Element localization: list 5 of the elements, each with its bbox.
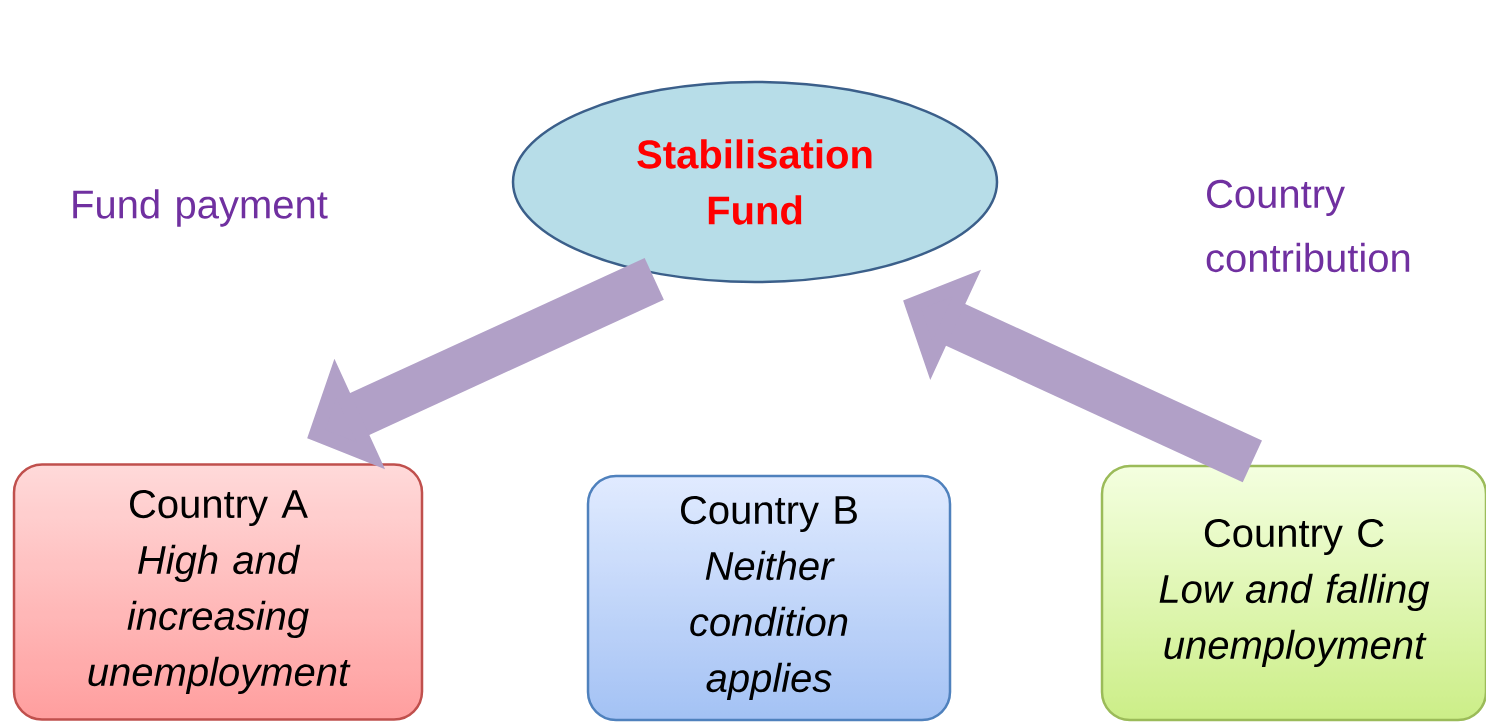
edge-label: Fund payment	[73, 189, 328, 227]
country-box: Country A High and increasing unemployment	[12, 463, 424, 721]
country-box: Country B Neither condition applies	[586, 474, 952, 722]
edge-label: Country contribution	[1206, 179, 1410, 273]
country-box: Country C Low and falling unemployment	[1100, 464, 1486, 722]
